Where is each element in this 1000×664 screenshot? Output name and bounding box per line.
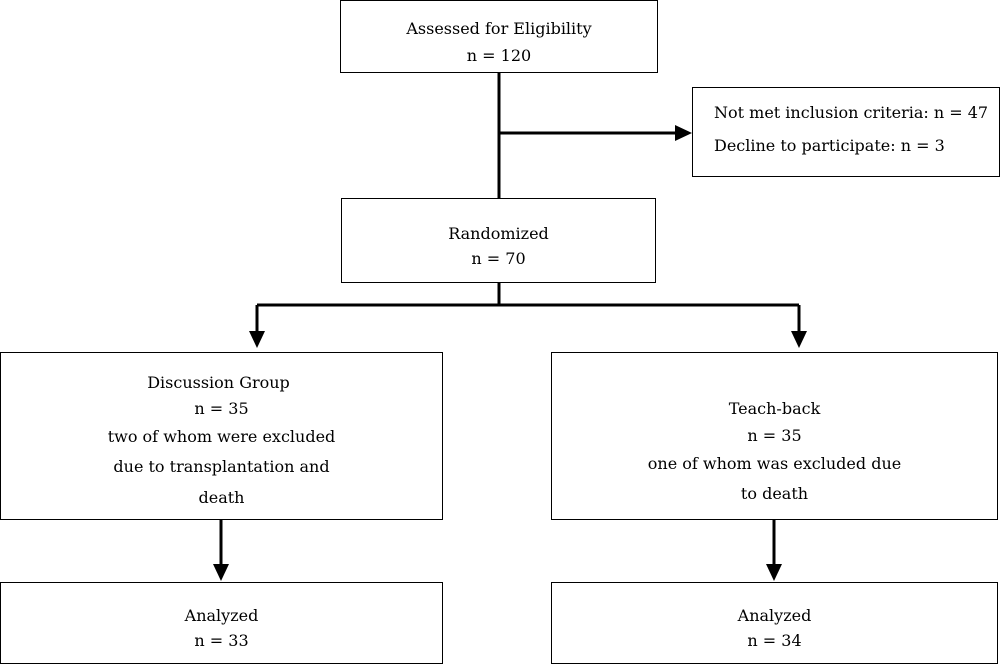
arrowhead-discussion [249, 331, 265, 348]
teachback-title: Teach-back [728, 399, 821, 418]
arrowhead-teachback [791, 331, 807, 348]
teachback-box: Teach-back n = 35 one of whom was exclud… [551, 352, 998, 520]
analyzed-right-box: Analyzed n = 34 [551, 582, 998, 664]
analyzed-right-count: n = 34 [747, 631, 802, 650]
randomized-count: n = 70 [471, 249, 526, 268]
analyzed-left-title: Analyzed [184, 606, 259, 625]
discussion-title: Discussion Group [147, 373, 290, 392]
discussion-note-line2: due to transplantation and [113, 457, 330, 476]
randomized-box: Randomized n = 70 [341, 198, 656, 283]
assessed-title: Assessed for Eligibility [406, 19, 592, 38]
assessed-count: n = 120 [466, 46, 532, 65]
arrowhead-analyzed-left [213, 564, 229, 581]
analyzed-right-title: Analyzed [737, 606, 812, 625]
assessed-box: Assessed for Eligibility n = 120 [340, 0, 658, 73]
arrowhead-excluded [675, 125, 692, 141]
discussion-box: Discussion Group n = 35 two of whom were… [0, 352, 443, 520]
excluded-box: Not met inclusion criteria: n = 47 Decli… [692, 87, 1000, 177]
excluded-criteria: Not met inclusion criteria: n = 47 [714, 103, 989, 122]
teachback-note-line1: one of whom was excluded due [647, 454, 902, 473]
discussion-note-line1: two of whom were excluded [107, 427, 336, 446]
teachback-note-line2: to death [740, 484, 809, 503]
arrowhead-analyzed-right [766, 564, 782, 581]
analyzed-left-count: n = 33 [194, 631, 249, 650]
discussion-count: n = 35 [194, 399, 249, 418]
randomized-title: Randomized [448, 224, 549, 243]
teachback-count: n = 35 [747, 426, 802, 445]
discussion-note-line3: death [198, 488, 245, 507]
analyzed-left-box: Analyzed n = 33 [0, 582, 443, 664]
excluded-declined: Decline to participate: n = 3 [714, 136, 945, 155]
